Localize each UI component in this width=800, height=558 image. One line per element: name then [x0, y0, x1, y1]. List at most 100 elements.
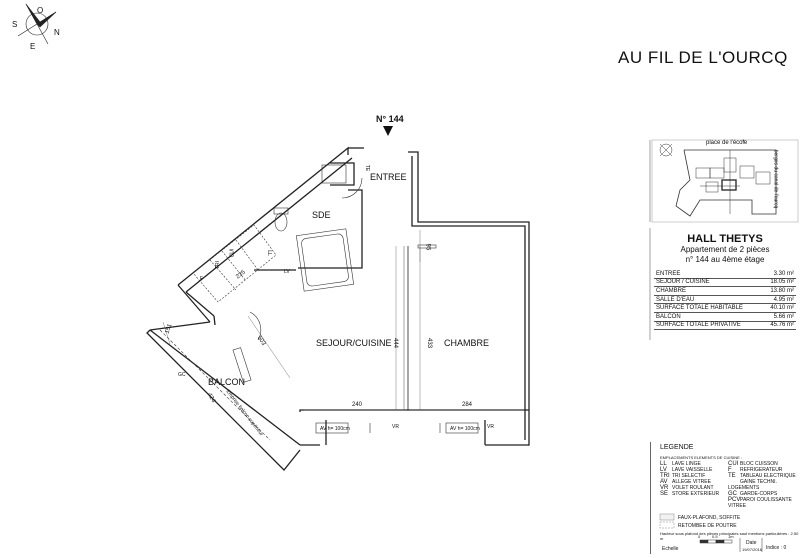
- area-value: 40.10 m²: [762, 303, 796, 313]
- walls: [146, 146, 530, 471]
- dimension-lines: [162, 230, 524, 411]
- compass-o: O: [37, 6, 44, 15]
- hall-floor: n° 144 au 4ème étage: [685, 255, 765, 264]
- legend-subtitle: EMPLACEMENTS ELEMENTS DE CUISINE :: [660, 455, 743, 460]
- legend-text: LAVE LINGE: [672, 461, 701, 467]
- area-value: 18.05 m²: [762, 278, 796, 288]
- dim-240: 240: [352, 402, 363, 408]
- entrance-arrow-icon: [383, 126, 393, 136]
- area-label: SEJOUR / CUISINE: [654, 278, 763, 288]
- area-value: 4.95 m²: [762, 295, 796, 305]
- legend-box: [650, 442, 799, 554]
- room-sejour: SEJOUR/CUISINE: [316, 338, 392, 348]
- legend-text: GAINE TECHNI. LOGEMENTS: [728, 479, 777, 491]
- legend-code: GC: [728, 491, 737, 497]
- area-label: SURFACE TOTALE HABITABLE: [654, 303, 763, 313]
- footer-scale-mid: 0.5: [712, 534, 718, 539]
- unit-marker: N° 144: [376, 114, 404, 124]
- hall-name: HALL THETYS: [687, 233, 763, 245]
- legend-retombee: RETOMBEE DE POUTRE: [678, 523, 737, 529]
- area-label: BALCON: [654, 311, 763, 322]
- legend-code: VR: [660, 485, 669, 491]
- legend-text: PAROI COULISSANTE VITREE: [728, 497, 792, 509]
- room-balcon: BALCON: [208, 377, 246, 387]
- legend-code: LV: [660, 467, 667, 473]
- legend-text: VOLET ROULANT: [672, 485, 714, 491]
- legend-item: AV ALLEGE VITREE: [660, 479, 719, 485]
- label-ll: LL: [265, 250, 272, 256]
- legend-item: LL LAVE LINGE: [660, 461, 719, 467]
- legend-text: REFRIGERATEUR: [740, 467, 783, 473]
- label-lv: LV: [284, 269, 290, 275]
- compass-s: S: [12, 20, 18, 29]
- legend-code: CUI: [728, 461, 739, 467]
- label-cui: CUI: [229, 248, 236, 258]
- legend-code: SE: [660, 491, 669, 497]
- legend-note: Hauteur sous plafond des pièces principa…: [660, 531, 799, 541]
- area-label: SALLE D'EAU: [654, 295, 763, 305]
- legend-text: GARDE-CORPS: [740, 491, 778, 497]
- footer-scale-end: 1m: [728, 534, 734, 539]
- legend-faux-plafond: FAUX-PLAFOND, SOFFITE: [678, 515, 741, 521]
- dim-95: 95: [424, 243, 431, 251]
- legend-code: AV: [660, 479, 668, 485]
- label-gc: GC: [178, 372, 186, 378]
- label-av-1: AV h= 100cm: [320, 426, 350, 432]
- legend-text: ALLEGE VITREE: [672, 479, 711, 485]
- label-tri: TRI: [215, 260, 222, 270]
- area-label: CHAMBRE: [654, 286, 763, 296]
- label-vr-1: VR: [392, 424, 399, 430]
- footer-date-label: Date: [746, 540, 757, 546]
- compass-rose: [17, 3, 57, 45]
- footer-indice: Indice : 0: [766, 545, 787, 551]
- project-title: AU FIL DE L'OURCQ: [618, 48, 788, 67]
- legend-text: BLOC CUISSON: [740, 461, 778, 467]
- footer-scale-0: 0: [698, 534, 701, 539]
- hall-type: Appartement de 2 pièces: [680, 245, 770, 254]
- dim-444: 444: [392, 337, 399, 349]
- compass-n: N: [54, 28, 60, 37]
- area-label: SURFACE TOTALE PRIVATIVE: [654, 320, 763, 331]
- legend-text: TABLEAU ELECTRIQUE: [740, 473, 796, 479]
- legend-code: PCV: [728, 497, 741, 503]
- label-te: TE: [364, 164, 371, 172]
- legend-item: GAINE TECHNI. LOGEMENTS: [728, 479, 800, 491]
- fixtures: [159, 164, 479, 441]
- area-label: ENTREE: [654, 270, 763, 279]
- room-entree: ENTREE: [370, 172, 407, 182]
- footer-echelle: Echelle: [662, 546, 679, 552]
- dim-284: 284: [462, 402, 473, 408]
- legend-title: LEGENDE: [660, 444, 694, 451]
- legend-item: F REFRIGERATEUR: [728, 467, 800, 473]
- dim-433: 433: [426, 337, 433, 349]
- label-f: F: [200, 276, 204, 282]
- legend-item: TE TABLEAU ELECTRIQUE: [728, 473, 800, 479]
- legend-code: LL: [660, 461, 667, 467]
- footer-date: 19/07/2016: [742, 547, 763, 552]
- keyplan-street-top: place de l'école: [706, 140, 748, 146]
- legend-text: TRI SELECTIF: [672, 473, 706, 479]
- legend-item: PCVPAROI COULISSANTE VITREE: [728, 497, 800, 509]
- legend-text: STORE EXTERIEUR: [672, 491, 720, 497]
- key-plan: [651, 139, 799, 223]
- area-value: 13.80 m²: [762, 286, 796, 296]
- legend-code: TE: [728, 473, 736, 479]
- compass-e: E: [30, 42, 36, 51]
- room-sde: SDE: [312, 210, 331, 220]
- label-av-2: AV h= 100cm: [450, 426, 480, 432]
- room-chambre: CHAMBRE: [444, 338, 490, 348]
- legend-swatches: [659, 513, 675, 529]
- legend-code: F: [728, 467, 732, 473]
